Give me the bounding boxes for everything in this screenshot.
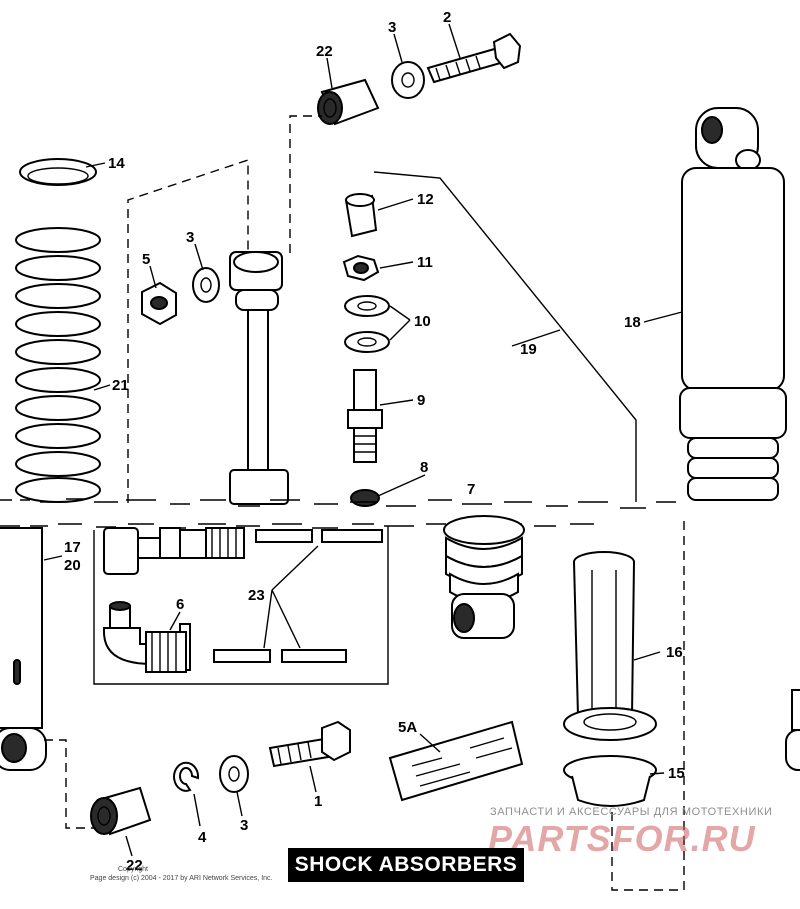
dashed-reference-lines-upper (127, 115, 322, 503)
callout-18: 18 (624, 314, 641, 331)
callout-5: 5 (142, 251, 150, 268)
o-ring-part-8 (350, 489, 380, 507)
callout-1: 1 (314, 793, 322, 810)
callout-leaders-upper (85, 23, 683, 502)
callout-20: 20 (64, 557, 81, 574)
callout-3-lower: 3 (240, 817, 248, 834)
shock-eye-right-edge (785, 689, 800, 771)
washer-part-3-lower (219, 755, 249, 793)
coil-spring-part-21 (15, 227, 101, 503)
watermark-tagline: ЗАПЧАСТИ И АКСЕССУАРЫ ДЛЯ МОТОТЕХНИКИ (490, 806, 773, 818)
elbow-fitting-upper (103, 527, 245, 575)
shock-body-part-18 (679, 107, 787, 501)
bolt-part-1 (268, 720, 351, 768)
callout-15: 15 (668, 765, 685, 782)
washer-part-3-top (391, 61, 425, 99)
bolt-part-2 (426, 32, 522, 84)
callout-labels-upper: 14 21 5 3 22 3 2 12 11 10 9 8 7 19 18 (108, 9, 641, 498)
spring-guide-part-16 (563, 551, 657, 741)
callout-labels-left: 17 20 (43, 539, 81, 574)
hose-pieces-part-23 (213, 529, 383, 663)
callout-17: 17 (64, 539, 81, 556)
callout-22-lower: 22 (126, 857, 143, 874)
bellows-boot-part-7 (443, 515, 525, 639)
lock-washer-part-4 (173, 761, 200, 792)
callout-21: 21 (112, 377, 129, 394)
nut-part-5 (141, 281, 177, 326)
callout-10: 10 (414, 313, 431, 330)
callout-9: 9 (417, 392, 425, 409)
lower-dashed-and-leaders: 16 15 (611, 520, 685, 891)
callout-6: 6 (176, 596, 184, 613)
spring-seat-ring-part-15 (563, 755, 657, 807)
callout-19: 19 (520, 341, 537, 358)
callout-11: 11 (417, 254, 433, 271)
callout-16: 16 (666, 644, 683, 661)
elbow-fitting-part-6 (103, 601, 191, 673)
copyright-line-1: Copyright (118, 866, 148, 873)
callout-7: 7 (467, 481, 475, 498)
callout-4: 4 (198, 829, 207, 846)
callout-3-top: 3 (388, 19, 396, 36)
shock-housing-part-17-20 (0, 527, 47, 771)
damper-rod-assembly (229, 251, 289, 505)
diagram-title-banner: SHOCK ABSORBERS (288, 848, 524, 882)
hose-fittings-inset: 6 23 (93, 526, 389, 685)
nut-part-11 (342, 254, 380, 282)
callout-2: 2 (443, 9, 451, 26)
decal-part-5a: 5A (388, 719, 524, 802)
washers-part-10 (344, 295, 390, 353)
scan-seam (0, 498, 676, 529)
watermark-brand: PARTSFOR.RU (488, 818, 756, 859)
washer-part-3-upper (192, 267, 220, 303)
valve-fitting-part-9 (347, 369, 383, 463)
copyright-line-2: Page design (c) 2004 - 2017 by ARI Netwo… (90, 875, 273, 882)
valve-cap-part-12 (344, 193, 378, 238)
callout-3-upper: 3 (186, 229, 194, 246)
callout-12: 12 (417, 191, 434, 208)
callout-22-upper: 22 (316, 43, 333, 60)
spring-ring-part-14 (19, 158, 97, 186)
bushing-part-22-upper (317, 78, 380, 126)
callout-8: 8 (420, 459, 428, 476)
callout-14: 14 (108, 155, 125, 172)
callout-23: 23 (248, 587, 265, 604)
callout-5a: 5A (398, 719, 417, 736)
bushing-part-22-lower (90, 786, 152, 836)
lower-hardware-leaders: 1 3 4 22 (44, 739, 322, 874)
